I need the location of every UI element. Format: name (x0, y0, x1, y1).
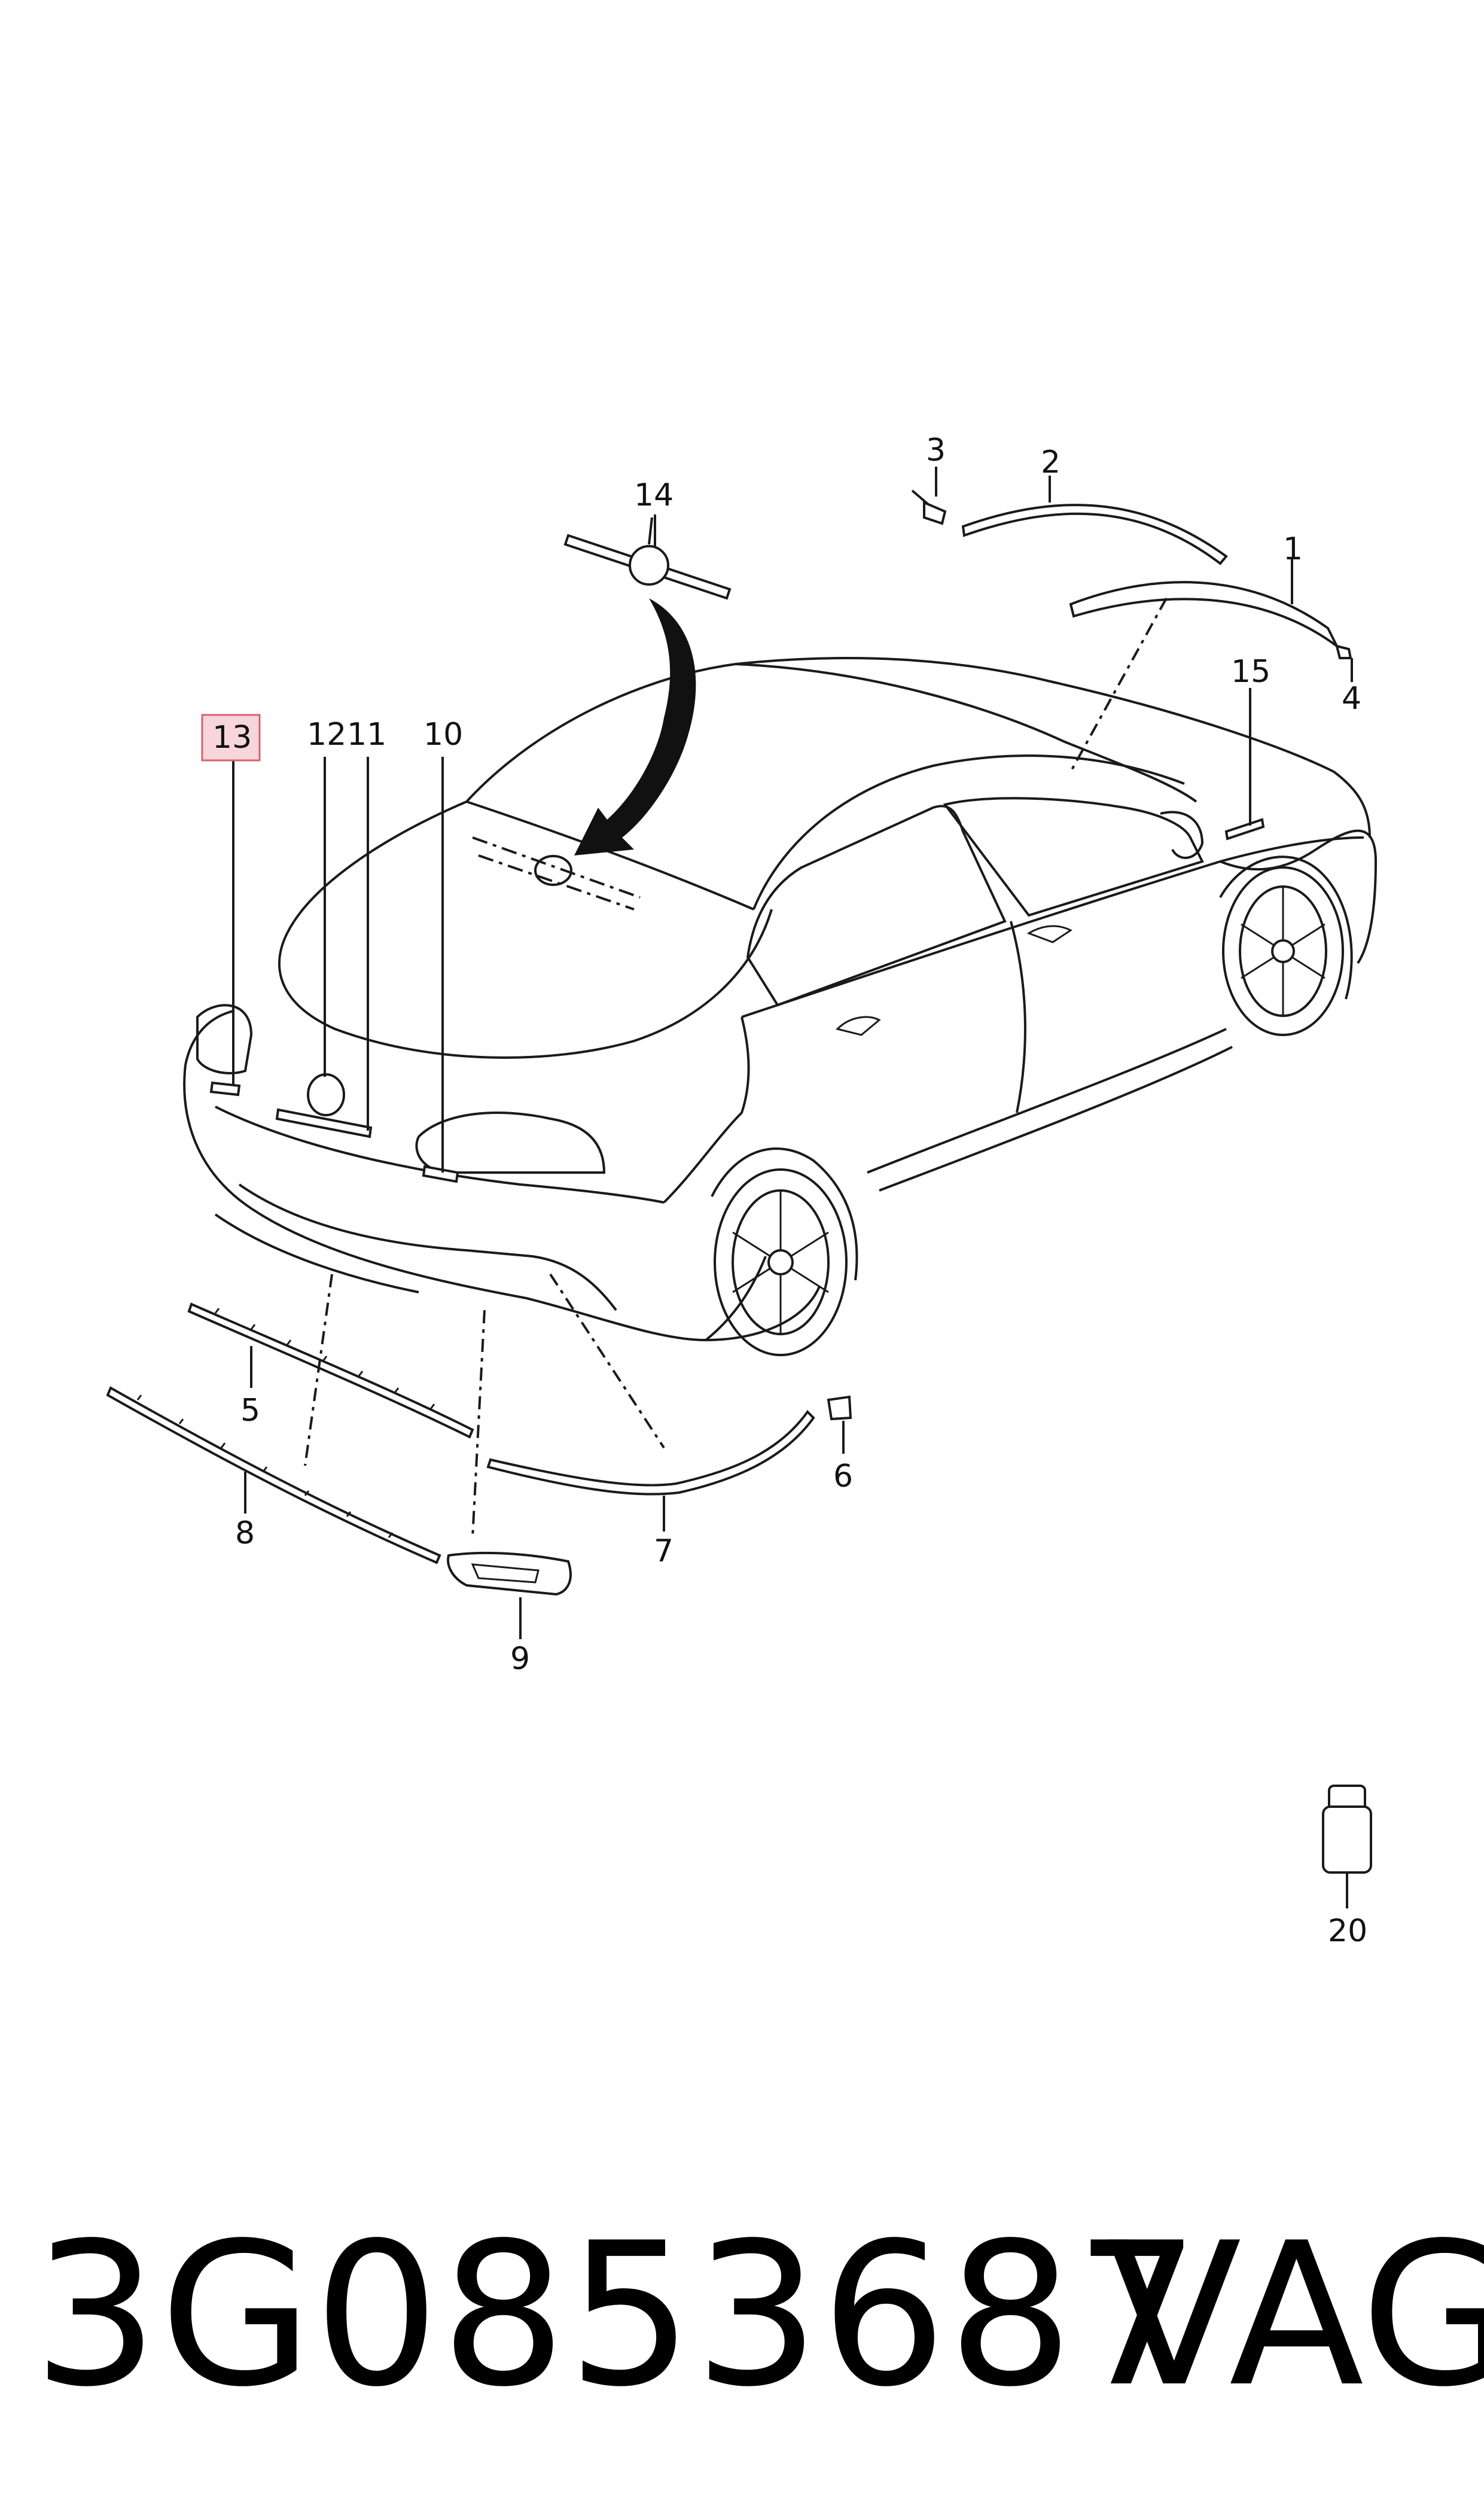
callout-13: 13 (212, 720, 252, 756)
callout-20: 20 (1328, 1913, 1367, 1949)
part-1-trim (1069, 581, 1338, 772)
windshield-mark (472, 836, 641, 911)
part-3-clip (911, 489, 947, 525)
front-wheel (1219, 855, 1353, 1036)
part-5-strip (187, 1302, 474, 1439)
part-number: 3G0853687 (33, 2200, 1202, 2430)
callout-13-highlight (201, 714, 261, 762)
callout-3: 3 (926, 433, 946, 468)
callout-7: 7 (654, 1533, 674, 1569)
car-outline (183, 657, 1378, 1342)
part-11-lettering (275, 1108, 373, 1138)
callout-leaders (232, 467, 1353, 1908)
callout-8: 8 (235, 1515, 255, 1551)
part-9-insert (447, 1551, 572, 1596)
dashed-leaders (304, 1273, 665, 1538)
part-7-strip (486, 1409, 815, 1496)
rear-wheel (711, 1147, 858, 1356)
callout-12: 12 (307, 717, 346, 753)
brand-label: VAG (1107, 2200, 1484, 2430)
callout-9: 9 (510, 1641, 530, 1677)
part-6-clip (827, 1395, 852, 1421)
callout-4: 4 (1342, 681, 1361, 717)
callout-numbers: 1 2 3 4 5 6 7 8 9 10 11 12 13 14 15 20 (212, 433, 1367, 1949)
arrow-14 (574, 598, 696, 855)
callout-10: 10 (423, 717, 463, 753)
part-14-strip (563, 517, 732, 600)
callout-5: 5 (240, 1393, 260, 1429)
part-15-badge (1224, 818, 1265, 841)
callout-1: 1 (1283, 531, 1303, 567)
part-2-trim (961, 504, 1228, 565)
part-8-strip (106, 1386, 441, 1564)
part-13-badge (209, 1081, 241, 1097)
callout-11: 11 (347, 717, 386, 753)
part-10-badge (422, 1165, 459, 1183)
callout-14: 14 (634, 477, 674, 513)
part-20-bottle (1322, 1785, 1372, 1874)
part-12-emblem (307, 1073, 345, 1116)
part-4-clip (1335, 644, 1352, 659)
callout-6: 6 (833, 1459, 853, 1494)
callout-2: 2 (1041, 444, 1061, 480)
callout-15: 15 (1231, 654, 1270, 690)
